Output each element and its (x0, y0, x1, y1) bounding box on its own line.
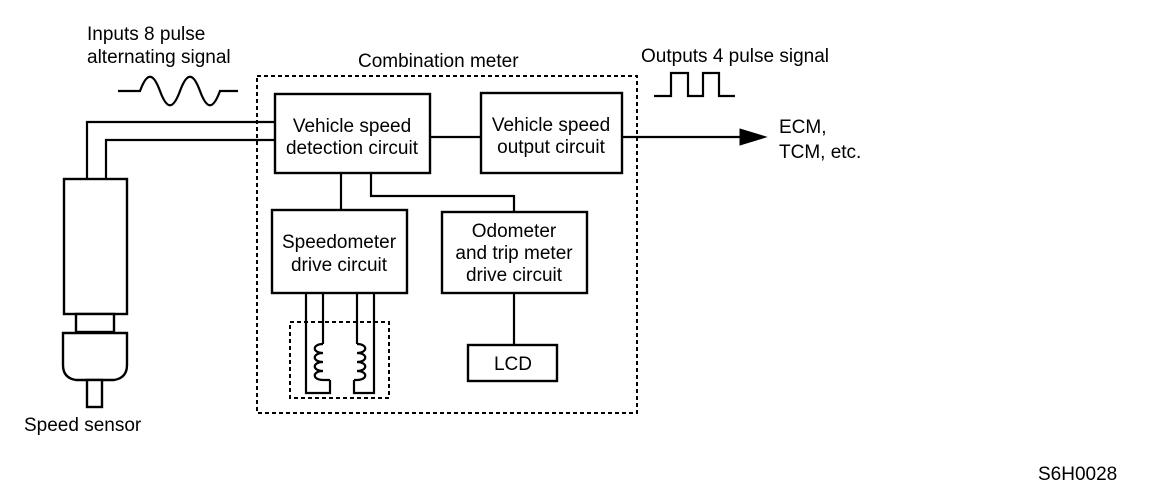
odometer-circuit-label-line1: Odometer (472, 221, 557, 242)
vehicle-speed-output-circuit (479, 91, 624, 175)
output-signal-label: Outputs 4 pulse signal (641, 46, 829, 67)
speedometer-coil-left-icon (313, 342, 330, 382)
speed-sensor-shaft (85, 378, 104, 409)
square-pulse-icon (654, 71, 735, 98)
destination-label-line2: TCM, etc. (779, 142, 861, 163)
input-signal-label-line2: alternating signal (87, 47, 231, 68)
detection-circuit-label-line2: detection circuit (286, 138, 419, 159)
speedometer-coil-housing (289, 321, 390, 399)
odometer-circuit-label-line2: and trip meter (455, 243, 573, 264)
speedometer-circuit-label-line2: drive circuit (291, 255, 388, 276)
sine-wave-icon (118, 75, 238, 107)
input-signal-label-line1: Inputs 8 pulse (87, 24, 205, 45)
arrow-head-icon (739, 128, 768, 146)
speedometer-circuit-label-line1: Speedometer (282, 232, 397, 253)
speedometer-coil-right-wire-a (352, 293, 376, 395)
speed-sensor-label: Speed sensor (24, 415, 142, 436)
combination-meter-title: Combination meter (358, 51, 519, 72)
lcd-display (466, 343, 559, 383)
speed-sensor-collar (74, 312, 116, 334)
speed-sensor-housing (62, 177, 129, 316)
destination-label-line1: ECM, (779, 117, 827, 138)
odometer-trip-meter-drive-circuit (440, 210, 589, 295)
link-detect-to-odometer (369, 173, 516, 212)
combination-meter-outline (256, 75, 638, 414)
speed-sensor-body (61, 331, 129, 382)
output-circuit-label-line2: output circuit (497, 137, 605, 158)
lcd-label: LCD (494, 354, 532, 375)
vehicle-speed-detection-circuit (273, 92, 432, 175)
figure-code: S6H0028 (1038, 464, 1117, 485)
sensor-wire-inner (104, 138, 275, 226)
output-circuit-label-line1: Vehicle speed (492, 115, 610, 136)
speedometer-drive-circuit (270, 208, 409, 295)
detection-circuit-label-line1: Vehicle speed (293, 116, 411, 137)
odometer-circuit-label-line3: drive circuit (466, 265, 563, 286)
speedometer-coil-right-icon (354, 342, 367, 382)
speedometer-coil-left-wire-a (304, 293, 332, 395)
